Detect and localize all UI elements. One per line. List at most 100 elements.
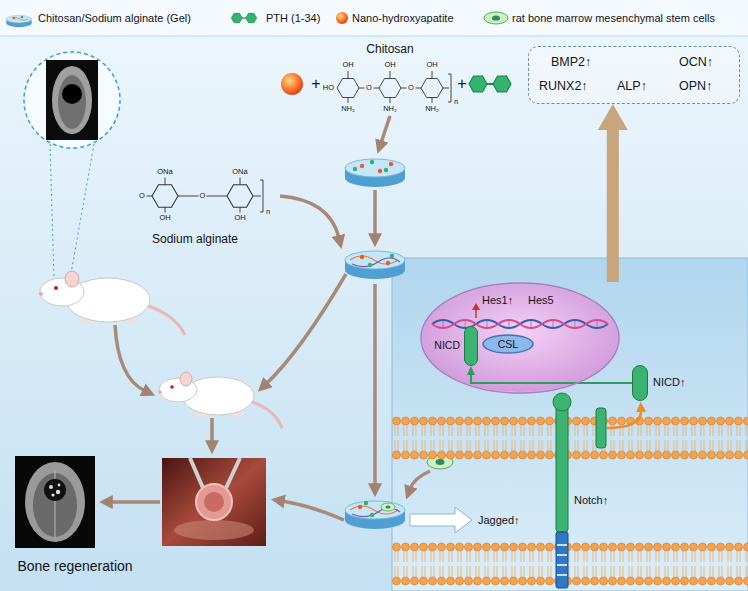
hydrogel-disc	[390, 254, 394, 258]
pth-peptide	[469, 76, 511, 92]
surgery-photo	[162, 458, 266, 546]
chemical-group: O	[200, 192, 206, 201]
chemical-group: OH	[342, 61, 353, 70]
ligand-label: Jagged↑	[478, 514, 520, 527]
chitosan-structure	[359, 88, 449, 89]
jagged-ligand	[556, 532, 568, 588]
legend-samples	[6, 12, 508, 27]
ct-result	[25, 462, 85, 542]
plus-sign: +	[457, 75, 466, 93]
chemical-group: ONa	[157, 168, 172, 177]
alginate-structure	[147, 178, 264, 213]
legend-samples	[231, 13, 256, 22]
repeat-index: n	[266, 208, 270, 217]
ct-inset	[62, 84, 82, 104]
chemical-group: NH₂	[383, 105, 397, 114]
alginate-structure	[165, 178, 240, 213]
node-text: NICD↑	[653, 376, 685, 389]
node-text: ALP↑	[617, 79, 647, 93]
chemical-group: OH	[426, 61, 437, 70]
nucleus-shape	[421, 283, 619, 393]
chemical-group: O	[366, 84, 372, 93]
cleavage-arrow	[607, 410, 641, 428]
rat-figure	[65, 271, 79, 287]
gene-panel: BMP2↑OCN↑RUNX2↑ALP↑OPN↑	[528, 46, 740, 104]
flow-arrow	[410, 471, 430, 489]
ct-result	[49, 485, 53, 489]
receptor-label: Notch↑	[574, 494, 608, 507]
flow-arrow	[110, 116, 430, 520]
dna-helix	[432, 320, 608, 328]
csl-protein: CSL	[482, 334, 534, 354]
hydrogel-disc	[345, 159, 405, 187]
rat-figure	[180, 372, 192, 386]
flow-arrow	[373, 284, 377, 486]
rat-figure	[158, 372, 282, 428]
hydrogel-disc	[345, 251, 405, 279]
hydrogel-disc	[386, 261, 390, 265]
ct-inset	[46, 60, 98, 140]
legend-samples	[492, 15, 500, 20]
chemical-group: OH	[234, 214, 245, 223]
hydrogel-disc	[381, 503, 395, 511]
dna-helix	[472, 303, 480, 310]
flow-arrow	[210, 418, 214, 443]
flow-arrow	[282, 501, 344, 520]
chemical-group: NH₂	[425, 105, 439, 114]
legend-samples	[484, 12, 508, 24]
chitosan-structure	[448, 74, 451, 102]
ct-inset	[24, 52, 120, 280]
background	[392, 258, 748, 591]
ct-inset	[24, 52, 120, 148]
surgery-photo	[196, 484, 232, 520]
background	[0, 36, 748, 37]
hydrogel-disc	[370, 513, 374, 517]
node-text: OCN↑	[679, 55, 713, 69]
rat-figure	[148, 306, 185, 335]
chemical-group: O	[408, 84, 414, 93]
chemical-group: OH	[384, 61, 395, 70]
legend-text: Chitosan/Sodium alginate (Gel)	[38, 12, 191, 25]
hydrogel-disc	[360, 255, 364, 259]
hydrogel-disc	[360, 164, 364, 168]
notch-receptor	[553, 393, 606, 532]
hydrogel-disc	[352, 258, 400, 267]
notch-receptor	[596, 408, 606, 448]
hydrogel-disc	[345, 501, 405, 529]
hydrogel-disc	[389, 162, 393, 166]
hydrogel-disc	[370, 160, 374, 164]
compound-name: Chitosan	[366, 43, 413, 57]
flow-arrow	[110, 500, 160, 504]
surgery-photo	[190, 458, 203, 488]
alginate-structure	[260, 180, 263, 212]
cell-membrane	[392, 416, 748, 460]
flow-arrow	[381, 116, 390, 143]
hydrogel-disc	[353, 167, 357, 171]
delivery-arrow	[410, 507, 472, 533]
flow-arrow	[115, 325, 145, 391]
hydroxyapatite-particle	[281, 73, 303, 95]
legend-samples	[21, 16, 24, 19]
chemical-group: HO	[323, 84, 334, 93]
hydrogel-disc	[386, 505, 391, 508]
surgery-photo	[174, 520, 254, 540]
chitosan-structure	[348, 71, 432, 103]
hydrogel-disc	[378, 169, 382, 173]
ct-result	[15, 456, 95, 548]
legend-text: Nano-hydroxyapatite	[352, 12, 454, 25]
notch-receptor	[553, 393, 571, 411]
ct-result	[58, 484, 61, 487]
nicd-capsule-outline	[464, 326, 478, 366]
rat-figure	[39, 292, 43, 296]
plus-sign: +	[311, 75, 320, 93]
surgery-photo	[226, 458, 240, 488]
chemical-group: ONa	[232, 168, 247, 177]
chitosan-structure	[337, 79, 359, 98]
node-text: OPN↑	[679, 79, 712, 93]
chemical-group: NH₂	[341, 105, 355, 114]
cell-membrane	[392, 542, 748, 586]
node-text: Hes1↑	[482, 294, 513, 307]
